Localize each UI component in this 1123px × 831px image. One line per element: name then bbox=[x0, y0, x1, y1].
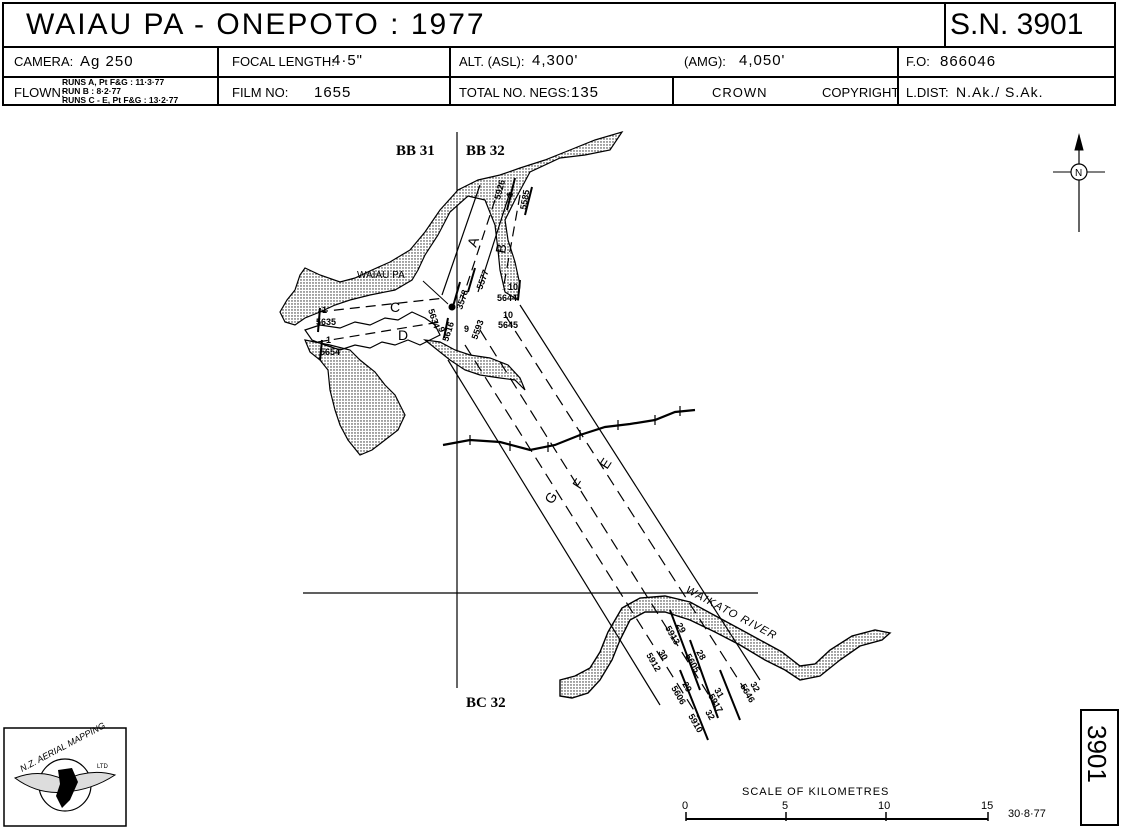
north-label: N bbox=[1075, 168, 1082, 179]
photo-label: 5577 bbox=[474, 268, 490, 290]
photo-label: 1 bbox=[504, 191, 515, 198]
total-negs-label: TOTAL NO. NEGS: bbox=[459, 85, 571, 100]
camera-value: Ag 250 bbox=[80, 53, 134, 70]
photo-label: 32 bbox=[748, 680, 762, 694]
photo-label: 5654 bbox=[320, 347, 340, 357]
waiau-pa-leader bbox=[422, 280, 449, 305]
sortie-number: S.N. 3901 bbox=[950, 8, 1084, 41]
photo-label: 9 bbox=[436, 326, 447, 334]
photo-label: 1 bbox=[322, 305, 327, 315]
nz-aerial-mapping-logo bbox=[3, 727, 127, 827]
photo-label: 10 bbox=[503, 310, 513, 320]
scale-tick-15: 15 bbox=[981, 800, 993, 812]
crown-label: CROWN bbox=[712, 85, 768, 100]
photo-label: 1 bbox=[326, 335, 331, 345]
north-arrow-icon bbox=[1053, 133, 1105, 232]
photo-label: 5616 bbox=[440, 320, 456, 342]
photo-label: 31 bbox=[712, 686, 726, 700]
copyright-label: COPYRIGHT bbox=[822, 85, 900, 100]
scale-title: SCALE OF KILOMETRES bbox=[742, 786, 889, 798]
harbour-water bbox=[279, 130, 624, 326]
flight-runs bbox=[317, 184, 761, 721]
altitude-asl-label: ALT. (ASL): bbox=[459, 54, 525, 69]
run-letter-c: C bbox=[390, 299, 400, 315]
photo-label: 28 bbox=[694, 648, 708, 662]
run-letter-b: B bbox=[492, 243, 509, 255]
film-number-label: FILM NO: bbox=[232, 85, 289, 100]
photo-label: 9 bbox=[464, 324, 469, 334]
sheet-label-bb31: BB 31 bbox=[396, 143, 435, 159]
photo-label: 5634 bbox=[426, 308, 442, 330]
fo-label: F.O: bbox=[906, 54, 930, 69]
photo-label: 29 bbox=[674, 621, 688, 635]
focal-length-value: 4·5" bbox=[332, 52, 364, 69]
place-label-waiau-pa: WAIAU PA bbox=[357, 270, 405, 281]
run-letter-e: E bbox=[596, 455, 615, 472]
scale-tick-5: 5 bbox=[782, 800, 788, 812]
total-negs-value: 135 bbox=[571, 84, 600, 101]
sn-stamp-box bbox=[1080, 709, 1119, 826]
flown-label: FLOWN: bbox=[14, 85, 65, 100]
altitude-amg-value: 4,050' bbox=[739, 52, 786, 69]
photo-label: 5635 bbox=[316, 317, 336, 327]
photo-label: 10 bbox=[508, 282, 518, 292]
photo-label: 5593 bbox=[469, 318, 485, 340]
photo-label: 29 bbox=[680, 680, 694, 694]
scale-tick-10: 10 bbox=[878, 800, 890, 812]
photo-label: 5585 bbox=[518, 189, 531, 210]
photo-label: 32 bbox=[703, 708, 717, 722]
run-letter-g: G bbox=[541, 489, 560, 507]
run-letter-a: A bbox=[464, 234, 482, 249]
harbour-arm-south bbox=[422, 339, 526, 391]
photo-label: 5644 bbox=[497, 293, 517, 303]
harbour-arm-west bbox=[304, 339, 406, 456]
scale-tick-0: 0 bbox=[682, 800, 688, 812]
map-title: WAIAU PA - ONEPOTO : 1977 bbox=[26, 8, 486, 41]
altitude-asl-value: 4,300' bbox=[532, 52, 579, 69]
sheet-label-bc32: BC 32 bbox=[466, 695, 506, 711]
photo-label: 5910 bbox=[686, 712, 705, 734]
lens-distortion-label: L.DIST: bbox=[906, 85, 949, 100]
sheet-label-bb32: BB 32 bbox=[466, 143, 505, 159]
film-number-value: 1655 bbox=[314, 84, 352, 101]
altitude-amg-label: (AMG): bbox=[684, 54, 726, 69]
flown-run-1: RUNS A, Pt F&G : 11·3·77 bbox=[62, 77, 165, 87]
focal-length-label: FOCAL LENGTH: bbox=[232, 54, 335, 69]
road-ticks bbox=[469, 406, 681, 452]
waikato-river bbox=[559, 595, 892, 699]
photo-label: 30 bbox=[656, 648, 670, 662]
run-letter-f: F bbox=[569, 476, 587, 492]
header-table: WAIAU PA - ONEPOTO : 1977 S.N. 3901 CAME… bbox=[2, 2, 1116, 106]
harbour-inlet bbox=[304, 311, 441, 351]
photo-end-marks bbox=[317, 177, 741, 741]
flown-run-2: RUN B : 8·2·77 bbox=[62, 86, 122, 96]
flown-run-3: RUNS C - E, Pt F&G : 13·2·77 bbox=[62, 95, 179, 105]
logo-sub-text: LTD bbox=[97, 764, 109, 770]
fo-value: 866046 bbox=[940, 53, 997, 70]
camera-label: CAMERA: bbox=[14, 54, 74, 69]
lens-distortion-value: N.Ak./ S.Ak. bbox=[956, 84, 1044, 100]
scale-bar bbox=[685, 812, 989, 821]
photo-label: 5645 bbox=[498, 320, 518, 330]
run-letter-d: D bbox=[398, 327, 408, 343]
waiau-pa-marker bbox=[448, 303, 456, 311]
sn-stamp: 3901 bbox=[1082, 725, 1112, 783]
map-date: 30·8·77 bbox=[1008, 808, 1046, 820]
